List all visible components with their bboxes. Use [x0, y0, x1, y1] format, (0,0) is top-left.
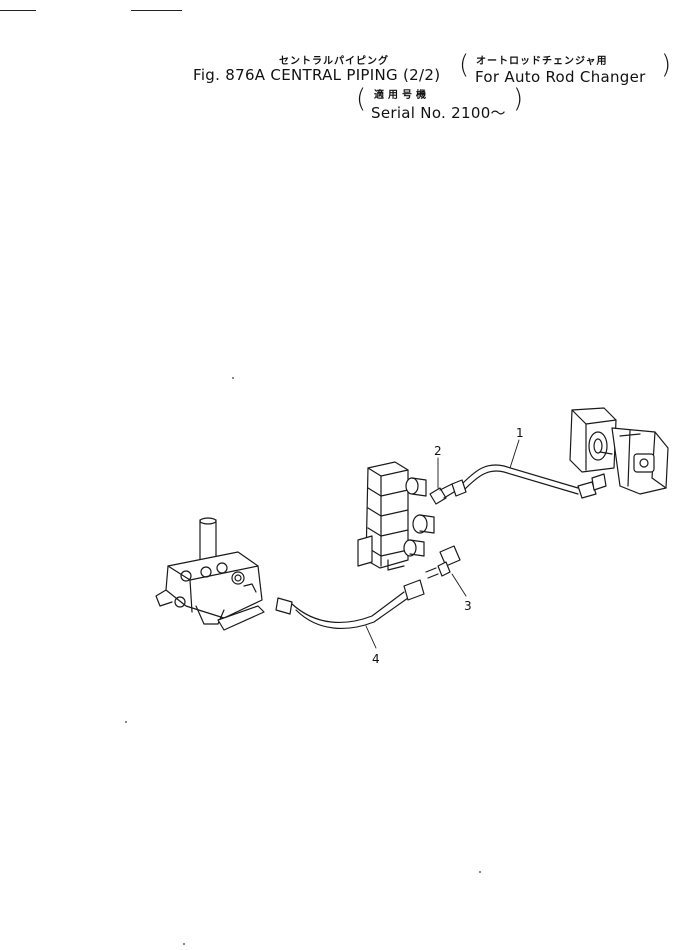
callout-2: 2: [434, 444, 442, 458]
serial-label: Serial No. 2100～: [371, 104, 506, 122]
application-kana: オートロッドチェンジャ用: [476, 56, 608, 67]
fitting-3: [425, 545, 461, 579]
serial-open-paren: (: [356, 84, 367, 114]
top-rule-left: [0, 10, 36, 11]
title-kana: セントラルパイピング: [279, 56, 389, 67]
serial-kana: 適用号機: [374, 90, 430, 101]
hose-4: [275, 579, 425, 630]
callout-4: 4: [372, 652, 380, 666]
rod-changer-motor: [569, 407, 669, 495]
page-title: Fig. 876A CENTRAL PIPING (2/2): [193, 66, 441, 84]
callout-1: 1: [516, 426, 524, 440]
application-close-paren: ): [661, 50, 672, 80]
solenoid-valve-stack: [357, 461, 435, 571]
application-open-paren: (: [459, 50, 470, 80]
callout-3: 3: [464, 599, 472, 613]
leader-lines: [365, 439, 520, 649]
serial-close-paren: ): [513, 84, 524, 114]
control-valve: [155, 517, 265, 631]
scan-specks: [125, 377, 481, 945]
top-rule-right: [131, 10, 182, 11]
hose-1: [451, 464, 607, 499]
fitting-2: [429, 483, 455, 505]
application-label: For Auto Rod Changer: [475, 68, 646, 86]
